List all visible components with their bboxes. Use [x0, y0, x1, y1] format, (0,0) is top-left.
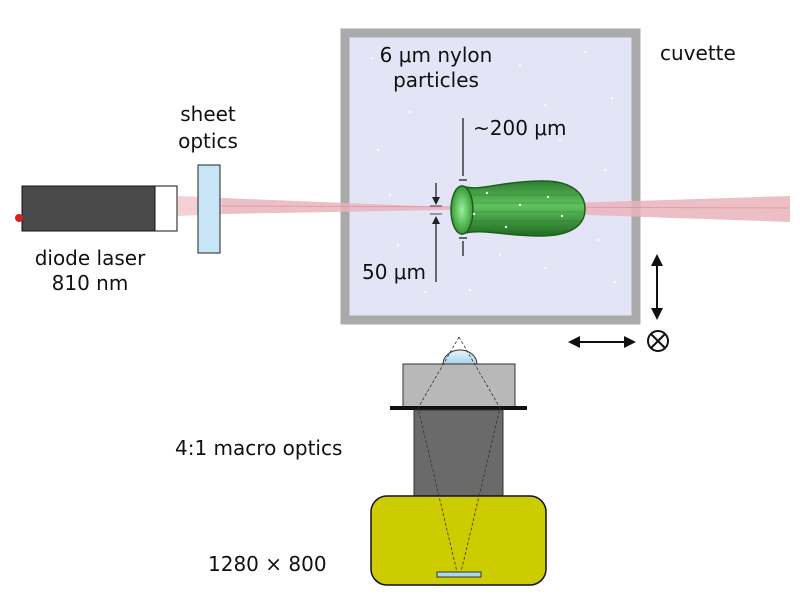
width-dimension-marker	[459, 118, 467, 256]
sheet-optics-label-line2: optics	[178, 129, 238, 153]
width-200-label: ~200 μm	[473, 116, 567, 140]
height-50-label: 50 μm	[362, 260, 426, 284]
ray-trace-lines	[417, 336, 501, 573]
laser-aperture	[154, 185, 178, 232]
height-dimension-marker	[430, 183, 442, 282]
camera-body	[370, 495, 547, 586]
camera-resolution-label: 1280 × 800	[208, 552, 327, 576]
double-arrow-vertical-icon	[651, 254, 663, 320]
laser-label-line1: diode laser	[35, 246, 146, 270]
particles-label-line1: 6 μm nylon	[380, 43, 493, 67]
sheet-optics-label-line1: sheet	[180, 102, 236, 126]
particles-label-line2: particles	[393, 68, 479, 92]
cuvette-frame	[340, 28, 641, 325]
camera-sensor	[436, 571, 482, 578]
front-lens-dome	[442, 349, 478, 365]
macro-optics-label: 4:1 macro optics	[175, 436, 342, 460]
macro-optics	[390, 349, 527, 497]
lens-barrel	[413, 409, 504, 497]
laser-emitter-icon	[15, 214, 23, 222]
cuvette	[340, 28, 641, 325]
double-arrow-horizontal-icon	[568, 336, 636, 348]
camera	[370, 495, 547, 586]
cuvette-label: cuvette	[660, 41, 736, 65]
lens-housing	[402, 363, 516, 408]
laser-body	[21, 185, 156, 232]
diode-laser	[15, 185, 178, 232]
sheet-optic-lens	[197, 164, 221, 254]
probe-volume	[450, 180, 586, 237]
laser-label-line2: 810 nm	[52, 271, 129, 295]
nylon-particles	[371, 51, 616, 293]
into-page-circle-cross-icon	[647, 330, 669, 352]
